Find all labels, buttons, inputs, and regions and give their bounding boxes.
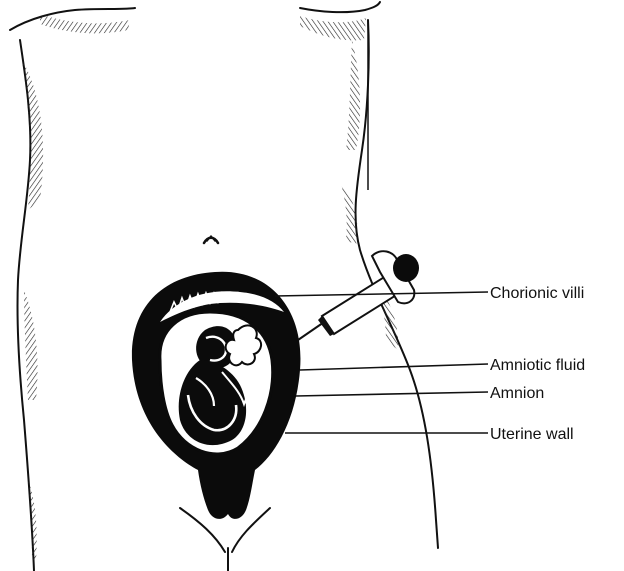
label-amniotic-fluid: Amniotic fluid bbox=[490, 357, 585, 374]
leader-lines bbox=[275, 292, 488, 433]
label-uterine-wall: Uterine wall bbox=[490, 426, 574, 443]
label-amnion: Amnion bbox=[490, 385, 544, 402]
label-chorionic-villi: Chorionic villi bbox=[490, 285, 584, 302]
uterus bbox=[132, 272, 301, 519]
